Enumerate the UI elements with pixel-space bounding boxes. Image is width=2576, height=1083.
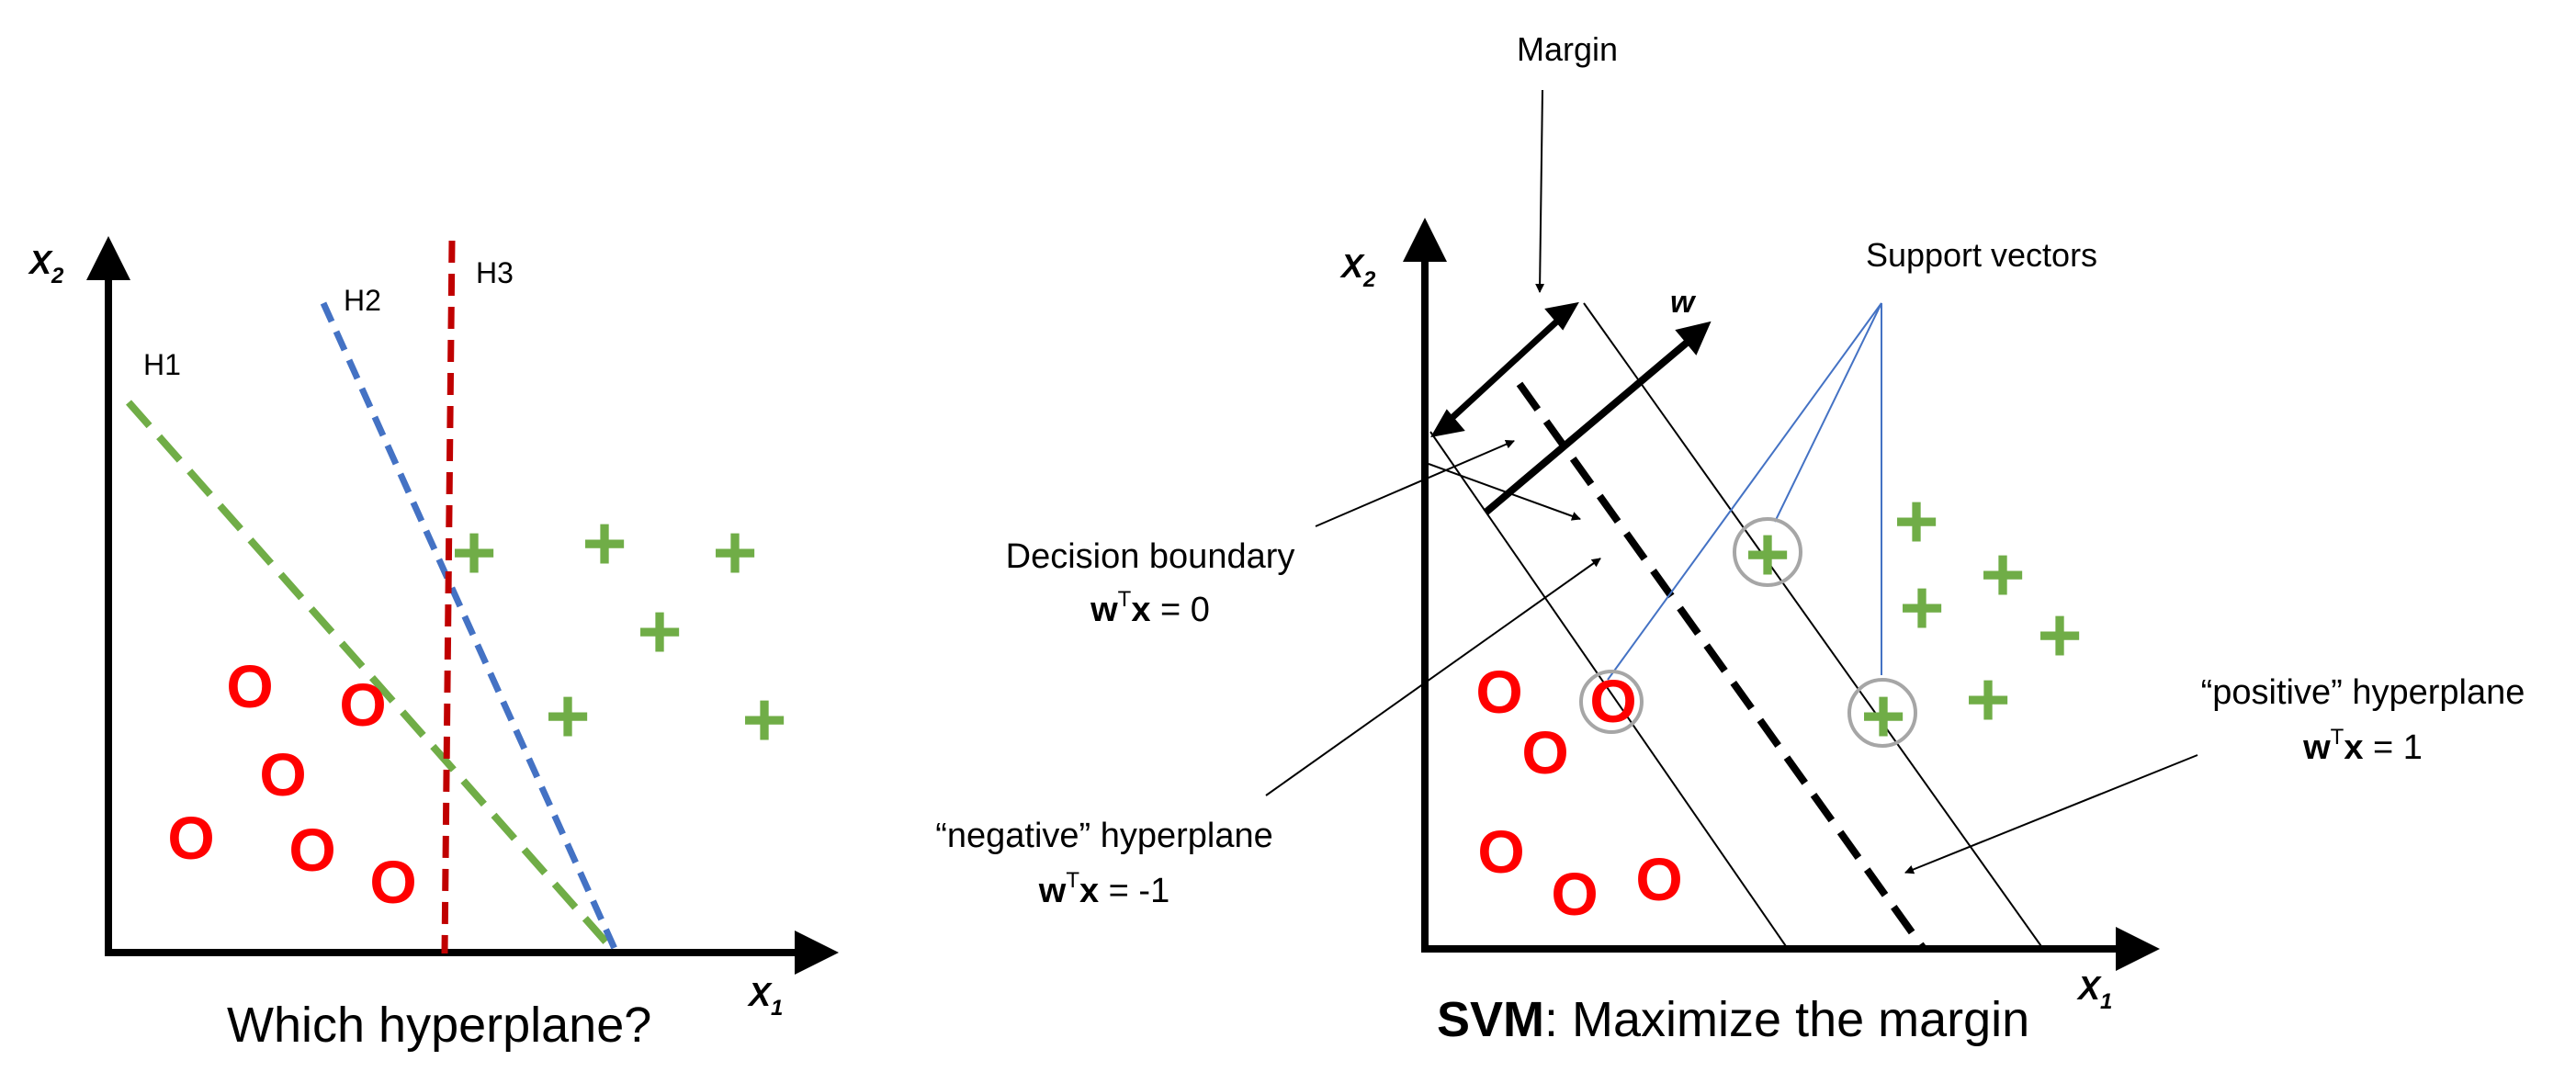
right-panel: X2 X1 w Margin Decision boundary wTx = 0… (935, 30, 2525, 1047)
support-vector-circle (1579, 670, 1644, 734)
support-vector-circles (1579, 517, 1917, 748)
decision-boundary-equation: wTx = 0 (1090, 587, 1210, 629)
positive-hyperplane-pointer (1904, 754, 2198, 874)
left-caption: Which hyperplane? (227, 998, 651, 1053)
positive-point: + (545, 672, 590, 759)
decision-boundary-pointer-2 (1428, 463, 1581, 521)
support-connector (1607, 302, 1882, 681)
decision-boundary-line (1516, 381, 1927, 952)
right-y-axis-label: X2 (1339, 247, 1376, 292)
negative-hyperplane-equation: wTx = -1 (1038, 868, 1169, 910)
negative-point: O (259, 740, 306, 808)
negative-point: O (288, 816, 335, 884)
positive-hyperplane-title: “positive” hyperplane (2201, 673, 2525, 712)
positive-point: + (2037, 592, 2082, 678)
positive-point: + (1899, 564, 1944, 650)
hyperplane-h2 (320, 301, 619, 953)
right-caption: SVM: Maximize the margin (1437, 992, 2029, 1047)
positive-hyperplane-equation: wTx = 1 (2302, 725, 2423, 767)
positive-point: + (712, 509, 757, 595)
negative-point: O (167, 804, 214, 872)
support-vector-connectors (1607, 302, 1882, 681)
negative-point: O (1635, 845, 1682, 913)
decision-boundary-title: Decision boundary (1006, 537, 1295, 576)
w-vector-arrow-head (1675, 321, 1712, 355)
negative-point: O (339, 671, 386, 739)
negative-hyperplane-line (1429, 431, 1789, 950)
h1-label: H1 (143, 348, 181, 381)
margin-arrow (1444, 314, 1565, 425)
margin-pointer (1535, 89, 1545, 293)
negative-point: O (1551, 860, 1598, 928)
left-panel: X2 X1 H1 H2 H3 O O O O O O + + + + + + W… (28, 236, 839, 1053)
support-connector (1774, 302, 1882, 523)
negative-point: O (1521, 718, 1568, 786)
positive-point: + (451, 509, 496, 595)
support-vectors-label: Support vectors (1866, 236, 2097, 274)
negative-hyperplane-pointer (1265, 558, 1601, 796)
support-vector-circle (1847, 678, 1917, 748)
right-positive-points: + + + + + + + (1745, 478, 2082, 759)
w-vector-arrow (1483, 334, 1695, 516)
hyperplane-h3 (441, 240, 456, 954)
positive-point: + (1980, 531, 2025, 617)
negative-point: O (1475, 658, 1522, 726)
right-x-axis-label: X1 (2076, 969, 2112, 1014)
positive-point: + (741, 676, 786, 762)
hyperplane-h1 (126, 400, 616, 953)
positive-point: + (1860, 672, 1905, 759)
negative-hyperplane-title: “negative” hyperplane (935, 817, 1273, 855)
negative-point: O (1589, 667, 1636, 735)
w-label: w (1670, 285, 1697, 320)
decision-boundary-pointer (1315, 439, 1515, 527)
negative-point: O (1477, 818, 1524, 886)
positive-hyperplane-line (1583, 302, 2044, 950)
left-positive-points: + + + + + + (451, 500, 786, 762)
margin-arrow-head-lower (1430, 409, 1465, 438)
positive-point: + (1893, 478, 1938, 564)
left-negative-points: O O O O O O (167, 652, 416, 916)
margin-arrow-head-upper (1544, 301, 1579, 331)
right-negative-points: O O O O O O (1475, 658, 1682, 928)
h3-label: H3 (476, 256, 514, 289)
positive-point: + (637, 588, 682, 674)
positive-point: + (1745, 511, 1790, 597)
negative-point: O (369, 848, 416, 916)
h2-label: H2 (344, 284, 381, 317)
negative-point: O (226, 652, 273, 720)
left-x-axis-label: X1 (747, 976, 783, 1021)
support-vector-circle (1733, 517, 1802, 587)
left-y-axis-label: X2 (28, 243, 64, 288)
margin-label: Margin (1517, 30, 1618, 68)
positive-point: + (1965, 656, 2010, 742)
positive-point: + (582, 500, 627, 586)
